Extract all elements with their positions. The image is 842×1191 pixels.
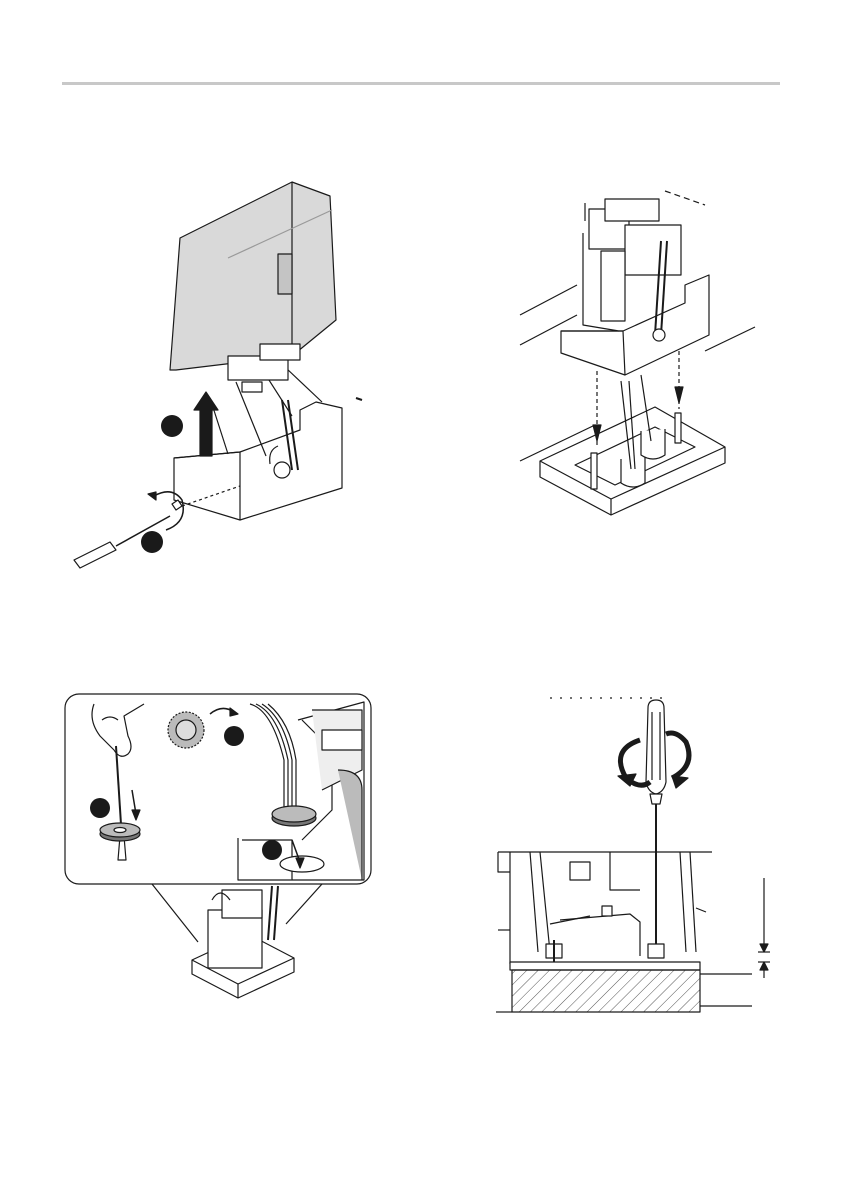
operator-base xyxy=(174,402,342,520)
callout-1 xyxy=(161,415,183,437)
screwdriver-icon xyxy=(646,700,666,952)
callout-2 xyxy=(141,531,163,553)
grommet-icon xyxy=(272,806,316,826)
concrete-foundation xyxy=(512,970,700,1012)
callout-1 xyxy=(224,726,244,746)
callout-3 xyxy=(262,840,282,860)
arrow-icon xyxy=(194,392,218,456)
grommet-icon xyxy=(100,823,140,841)
figure-remove-cover xyxy=(60,170,380,580)
figure-cable-grommet xyxy=(62,690,374,1015)
grommet-icon xyxy=(168,712,204,748)
figure-place-on-plate xyxy=(515,185,760,535)
figure-adjust-height xyxy=(490,690,752,1015)
callout-2 xyxy=(90,798,110,818)
header-rule xyxy=(62,82,780,85)
operator-cover xyxy=(170,182,336,370)
